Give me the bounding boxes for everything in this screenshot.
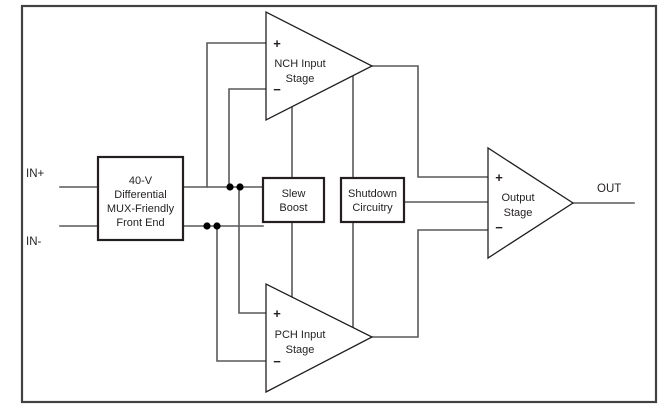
nch-input-stage-triangle	[265, 10, 374, 122]
output-minus-sign: −	[495, 220, 503, 235]
wire-nch-to-output-plus	[371, 65, 489, 178]
pch-minus-sign: −	[273, 354, 281, 369]
wire-node-to-nch-plus	[206, 42, 267, 188]
pch-label-line-2: Stage	[286, 344, 315, 356]
slew-boost-label-line-1: Slew	[282, 188, 306, 200]
shutdown-label-line-1: Shutdown	[348, 188, 397, 200]
slew-boost-label-line-2: Boost	[279, 202, 307, 214]
amp-nch-input-stage: + NCH Input Stage −	[265, 10, 374, 122]
wire-node-to-pch-plus	[238, 186, 267, 314]
block-slew-boost-rect	[261, 176, 326, 224]
output-stage-triangle	[487, 146, 575, 260]
block-shutdown-circuitry: Shutdown Circuitry	[339, 176, 406, 224]
wire-node-to-pch-minus	[216, 225, 267, 362]
diagram-border	[20, 4, 658, 404]
junction-dot-bottom-b	[213, 222, 221, 230]
junction-dot-bottom-a	[203, 222, 211, 230]
front-end-label-line-4: Front End	[116, 217, 164, 229]
nch-minus-sign: −	[273, 82, 281, 97]
junction-dots	[203, 183, 244, 230]
front-end-label-line-2: Differential	[114, 189, 166, 201]
junction-dot-top-b	[236, 183, 244, 191]
shutdown-label-line-2: Circuitry	[352, 202, 393, 214]
output-label-line-2: Stage	[504, 207, 533, 219]
wiring	[59, 42, 635, 362]
front-end-label-line-3: MUX-Friendly	[107, 203, 175, 215]
label-in-positive: IN+	[26, 168, 45, 180]
wire-node-to-nch-minus	[228, 88, 267, 188]
block-front-end: 40-V Differential MUX-Friendly Front End	[96, 155, 185, 242]
block-slew-boost: Slew Boost	[261, 176, 326, 224]
label-in-negative: IN-	[26, 236, 42, 248]
pch-plus-sign: +	[273, 306, 281, 321]
wire-pch-to-output-minus	[371, 229, 489, 338]
block-shutdown-rect	[339, 176, 406, 224]
output-plus-sign: +	[495, 170, 503, 185]
front-end-label-line-1: 40-V	[129, 175, 153, 187]
nch-label-line-1: NCH Input	[274, 58, 325, 70]
label-out: OUT	[597, 183, 621, 195]
nch-plus-sign: +	[273, 36, 281, 51]
amp-pch-input-stage: + PCH Input Stage −	[265, 282, 374, 394]
output-label-line-1: Output	[501, 192, 534, 204]
pch-input-stage-triangle	[265, 282, 374, 394]
pch-label-line-1: PCH Input	[275, 329, 326, 341]
amp-output-stage: + Output Stage −	[487, 146, 575, 260]
nch-label-line-2: Stage	[286, 73, 315, 85]
junction-dot-top-a	[226, 183, 234, 191]
block-front-end-rect	[96, 155, 185, 242]
